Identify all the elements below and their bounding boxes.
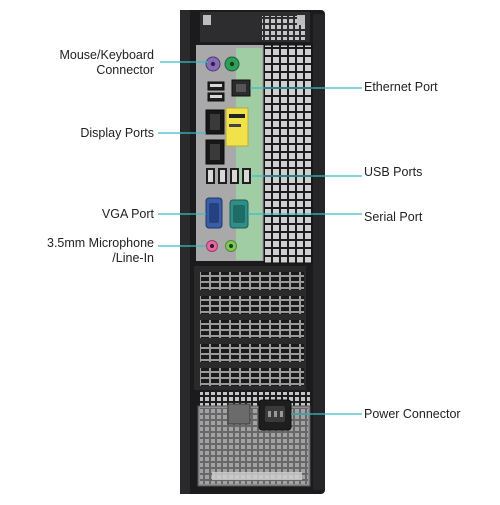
label-mouse-keyboard: Mouse/Keyboard Connector <box>59 48 154 78</box>
label-power-connector: Power Connector <box>364 407 461 421</box>
label-vga-port: VGA Port <box>101 207 154 221</box>
chassis-edge-right <box>313 14 325 490</box>
label-microphone-line1: 3.5mm Microphone <box>47 236 154 250</box>
chassis-edge-left <box>180 10 190 494</box>
label-ethernet-port: Ethernet Port <box>364 80 438 94</box>
label-mouse-keyboard-line2: Connector <box>96 63 154 77</box>
usb-port-row <box>206 168 251 184</box>
vent-grille <box>264 45 312 263</box>
label-microphone: 3.5mm Microphone /Line-In <box>47 236 154 266</box>
label-mouse-keyboard-line1: Mouse/Keyboard <box>59 48 154 62</box>
label-usb-ports: USB Ports <box>364 165 423 179</box>
label-display-ports: Display Ports <box>80 126 154 140</box>
leader-lines <box>158 61 362 415</box>
label-microphone-line2: /Line-In <box>112 251 154 265</box>
expansion-slots <box>194 266 306 390</box>
label-serial-port: Serial Port <box>364 210 423 224</box>
lower-vent <box>200 392 310 406</box>
